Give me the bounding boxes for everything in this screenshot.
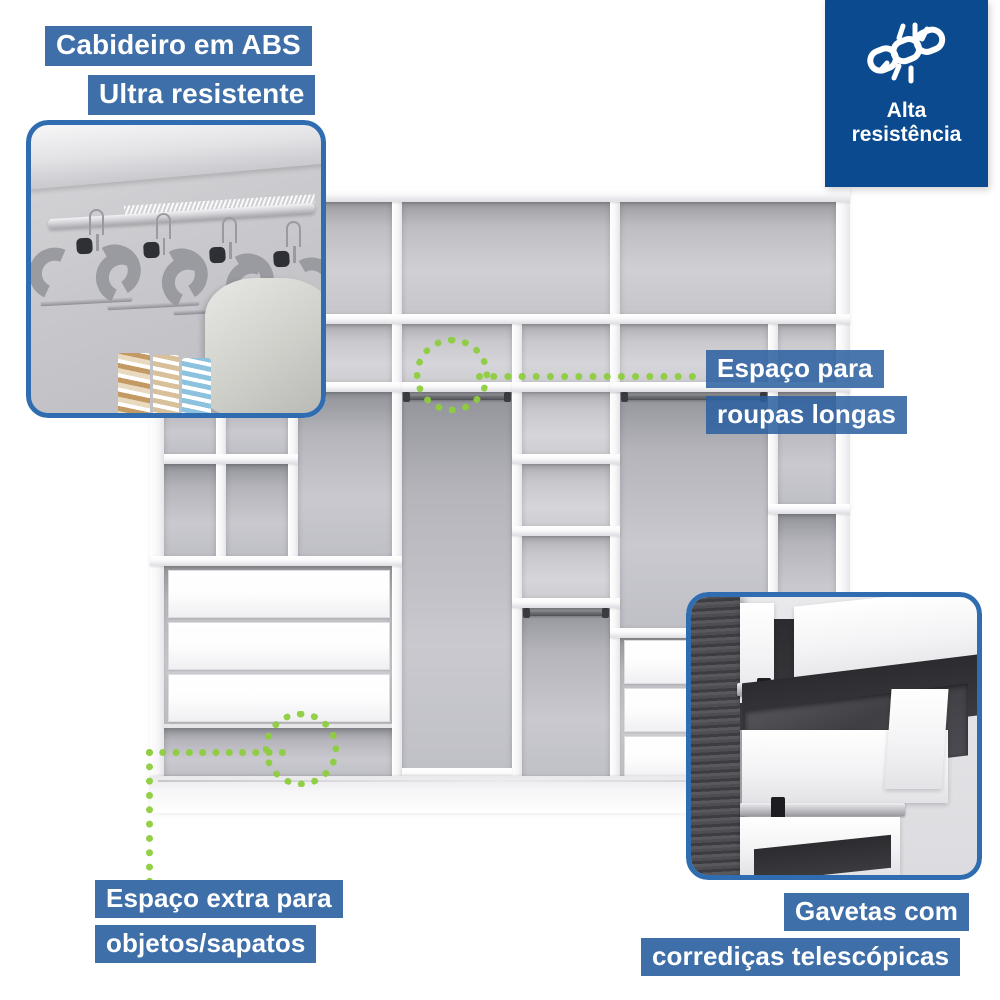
shelf-center-c: [522, 536, 610, 598]
drawer-photo-wood-panel: [691, 597, 740, 875]
panel-divider-1: [392, 188, 402, 788]
hanger-knob: [142, 241, 160, 259]
label-objetos-sapatos: objetos/sapatos: [95, 925, 317, 963]
panel-divider-cubby-left-2: [288, 386, 298, 566]
shelf-cavity-row2-mid-b: [522, 324, 610, 382]
hanging-center-lower: [522, 608, 610, 782]
cubby-left-lower-b: [226, 464, 288, 556]
chain-link-icon: [859, 16, 955, 93]
hanger-knob: [75, 237, 93, 255]
drawer-photo-scene: [691, 597, 977, 875]
drawer-slide-lower: [739, 802, 906, 816]
inset-photo-hanger: [26, 120, 326, 418]
hanger-hook-3: [286, 221, 302, 264]
shelf-cubby-right-mid: [768, 504, 850, 514]
hanging-garment-striped-tan: [118, 352, 150, 413]
shelf-cavity-top-mid: [402, 202, 610, 314]
shelf-center-a: [522, 392, 610, 454]
high-resistance-badge: Alta resistência: [825, 0, 988, 187]
hanging-space-left: [298, 392, 392, 556]
hanger-hook-0: [89, 208, 104, 251]
shelf-row1-divider: [150, 314, 850, 324]
shelf-center-div-1: [512, 454, 620, 464]
hanging-garment-striped-cream: [152, 355, 179, 413]
label-gavetas-com: Gavetas com: [784, 893, 969, 931]
cubby-left-lower-a: [164, 464, 216, 556]
plinth-track-line: [158, 780, 842, 782]
hanger-photo-scene: [31, 125, 321, 413]
drawer-photo-side-panel: [884, 688, 950, 789]
label-espaco-extra-para: Espaço extra para: [95, 880, 343, 918]
badge-line-1: Alta: [886, 99, 927, 122]
panel-divider-3: [610, 188, 620, 788]
badge-line-2: resistência: [851, 122, 962, 146]
label-cabideiro-abs: Cabideiro em ABS: [45, 26, 312, 66]
shelf-above-drawers-left: [150, 556, 402, 566]
shelf-center-div-2: [512, 526, 620, 536]
shelf-center-div-3: [512, 598, 620, 608]
panel-divider-4: [768, 318, 778, 638]
label-ultra-resistente: Ultra resistente: [88, 75, 316, 115]
shelf-cavity-top-right: [620, 202, 836, 314]
long-hanging-center-left: [402, 392, 512, 782]
hanging-garment-gray: [205, 277, 321, 413]
panel-divider-cubby-left: [216, 386, 226, 566]
shelf-center-b: [522, 464, 610, 526]
hanger-knob: [209, 246, 227, 263]
callout-line-shoe-space-vertical: [146, 749, 153, 885]
label-corredicas-telescopicas: corrediças telescópicas: [641, 938, 961, 976]
label-espaco-para: Espaço para: [706, 350, 884, 388]
callout-line-long-clothes: [476, 373, 696, 380]
label-roupas-longas: roupas longas: [706, 396, 907, 434]
callout-line-shoe-space-horizontal: [146, 749, 286, 756]
clothes-rail-center-lower: [523, 608, 609, 618]
drawer-left-1[interactable]: [168, 570, 390, 618]
badge-text-block: Alta resistência: [852, 99, 962, 146]
drawer-left-2[interactable]: [168, 622, 390, 670]
hanger-hook-2: [222, 217, 238, 260]
drawer-left-3[interactable]: [168, 674, 390, 722]
drawer-slide-clip-lower: [771, 797, 786, 820]
shelf-cubby-left-mid: [164, 454, 298, 464]
panel-divider-2: [512, 318, 522, 788]
hanging-garment-striped-blue: [181, 358, 211, 413]
hanger-hook-1: [155, 212, 171, 255]
inset-photo-drawer: [686, 592, 982, 880]
shelf-row2-center: [512, 382, 620, 392]
hanger-knob: [273, 250, 290, 268]
